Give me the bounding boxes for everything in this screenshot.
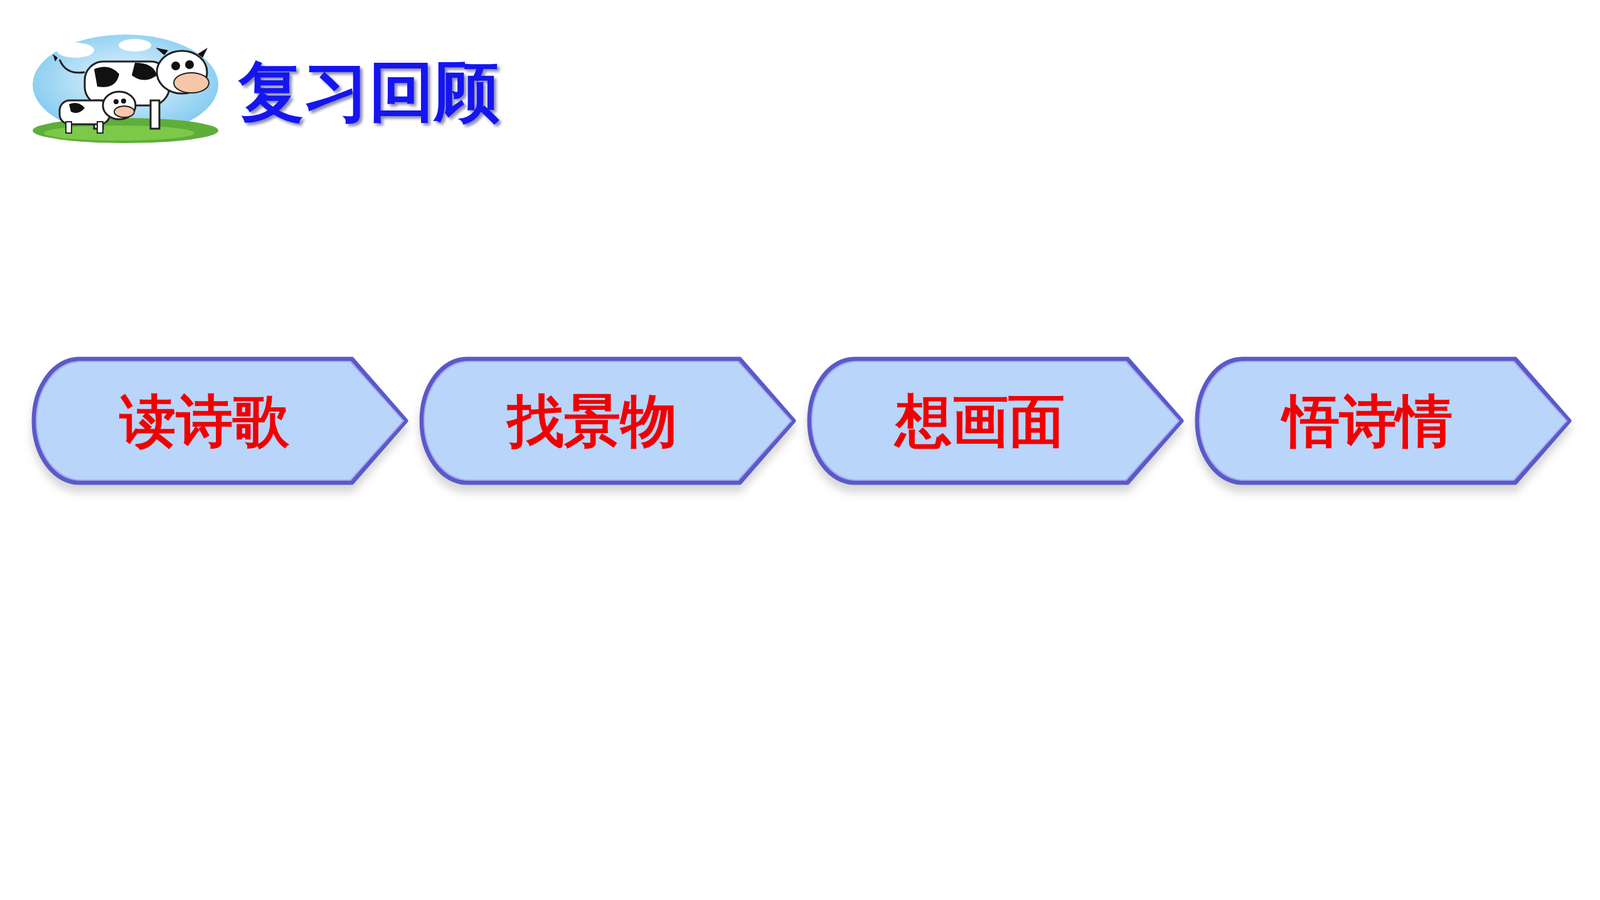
- step-label: 找景物: [507, 389, 678, 452]
- step-label: 想画面: [895, 389, 1065, 452]
- arrow-inner-glow: [1199, 361, 1567, 480]
- arrow-outline: [1197, 358, 1570, 483]
- step-label: 读诗歌: [119, 389, 290, 452]
- arrow-inner-glow: [36, 361, 404, 480]
- arrow-inner-glow: [811, 361, 1179, 480]
- page-title: 复习回顾: [238, 48, 500, 137]
- step-arrow: 想画面: [809, 358, 1182, 483]
- cow-picture: [32, 34, 219, 144]
- arrow-outline: [33, 358, 406, 483]
- step-label: 悟诗情: [1283, 389, 1453, 452]
- arrow-outline: [809, 358, 1182, 483]
- step-arrow: 读诗歌: [33, 358, 406, 483]
- arrow-outline: [421, 358, 794, 483]
- step-arrow: 悟诗情: [1197, 358, 1570, 483]
- step-arrow: 找景物: [421, 358, 794, 483]
- arrow-inner-glow: [424, 361, 792, 480]
